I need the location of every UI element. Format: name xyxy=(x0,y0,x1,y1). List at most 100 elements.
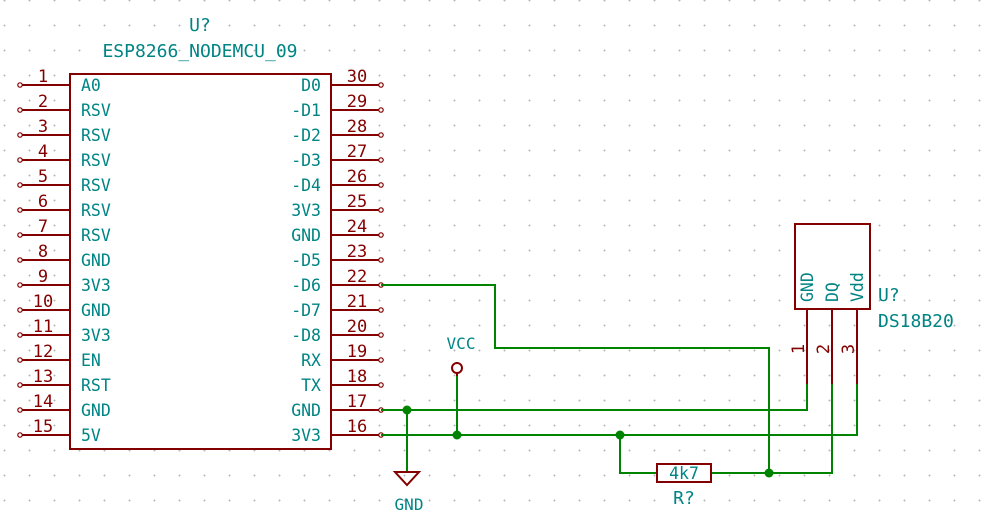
esp-right-pin[interactable]: 25 3V3 xyxy=(291,192,384,220)
esp-left-pin[interactable]: 12 EN xyxy=(17,342,101,370)
pin-name: -D1 xyxy=(291,101,321,120)
pin-number: 28 xyxy=(347,117,367,137)
pin-number: 13 xyxy=(33,367,53,387)
pin-name: -D4 xyxy=(291,176,321,195)
pin-name: RX xyxy=(301,351,321,370)
pin-name: GND xyxy=(291,401,321,420)
pin-end-icon xyxy=(378,357,384,363)
pin-number: 26 xyxy=(347,167,367,187)
pin-number: 16 xyxy=(347,417,367,437)
pin-end-icon xyxy=(17,432,23,438)
wire-resistor-right[interactable] xyxy=(711,384,833,474)
esp-right-pin[interactable]: 21-D7 xyxy=(291,292,384,320)
pin-name: -D8 xyxy=(291,326,321,345)
wire-3v3-net[interactable] xyxy=(381,384,858,436)
pin-name: 3V3 xyxy=(81,326,111,345)
pin-name: 3V3 xyxy=(291,201,321,220)
pin-end-icon xyxy=(17,107,23,113)
pin-end-icon xyxy=(378,107,384,113)
pin-end-icon xyxy=(17,332,23,338)
pin-name: 5V xyxy=(81,426,101,445)
pin-name: GND xyxy=(81,301,111,320)
esp-right-pin[interactable]: 29-D1 xyxy=(291,92,384,120)
wire-resistor-left[interactable] xyxy=(619,435,657,474)
esp-right-pin[interactable]: 18 TX xyxy=(301,367,384,395)
ds18b20-pin[interactable]: DQ2 xyxy=(814,282,842,384)
pin-end-icon xyxy=(17,307,23,313)
ds18b20-pin[interactable]: GND 1 xyxy=(789,272,817,384)
pin-end-icon xyxy=(378,332,384,338)
pin-end-icon xyxy=(17,232,23,238)
pin-name: GND xyxy=(798,272,817,302)
pin-name: -D2 xyxy=(291,126,321,145)
pin-name: RSV xyxy=(81,101,111,120)
pin-number: 10 xyxy=(33,292,53,312)
pin-number: 30 xyxy=(347,67,367,87)
esp-left-pin[interactable]: 14 GND xyxy=(17,392,111,420)
resistor-component[interactable]: 4k7 R? xyxy=(656,463,712,509)
gnd-power-symbol[interactable]: GND xyxy=(392,471,424,514)
esp-left-pin[interactable]: 8 GND xyxy=(17,242,111,270)
pin-number: 8 xyxy=(38,242,48,262)
esp-right-pin[interactable]: 27-D3 xyxy=(291,142,384,170)
esp-right-pin[interactable]: 23-D5 xyxy=(291,242,384,270)
pin-number: 18 xyxy=(347,367,367,387)
pin-name: 3V3 xyxy=(291,426,321,445)
pin-name: -D5 xyxy=(291,251,321,270)
pin-end-icon xyxy=(378,132,384,138)
pin-number: 12 xyxy=(33,342,53,362)
ground-icon xyxy=(392,471,422,487)
esp-right-pin[interactable]: 22-D6 xyxy=(291,267,384,295)
vcc-power-symbol[interactable]: VCC xyxy=(447,334,476,376)
pin-name: -D6 xyxy=(291,276,321,295)
wire-d6-net[interactable] xyxy=(381,284,770,473)
esp-right-pin[interactable]: 28 -D2 xyxy=(291,117,384,145)
wire-gnd-net[interactable] xyxy=(381,384,808,411)
pin-number: 25 xyxy=(347,192,367,212)
pin-name: GND xyxy=(81,251,111,270)
pin-number: 14 xyxy=(33,392,53,412)
esp-left-pin[interactable]: 10 GND xyxy=(17,292,111,320)
pin-name: A0 xyxy=(81,76,101,95)
pin-end-icon xyxy=(17,282,23,288)
esp-right-pin[interactable]: 16 3V3 xyxy=(291,417,384,445)
pin-name: RST xyxy=(81,376,111,395)
pin-name: RSV xyxy=(81,226,111,245)
pin-name: 3V3 xyxy=(81,276,111,295)
pin-name: GND xyxy=(81,401,111,420)
pin-end-icon xyxy=(17,132,23,138)
esp8266-value: ESP8266_NODEMCU_09 xyxy=(102,41,297,62)
esp-right-pin[interactable]: 26 -D4 xyxy=(291,167,384,195)
esp-right-pin[interactable]: 17 GND xyxy=(291,392,384,420)
esp-left-pin[interactable]: 13 RST xyxy=(17,367,111,395)
ds18b20-body xyxy=(794,223,871,310)
pin-name: EN xyxy=(81,351,101,370)
pin-end-icon xyxy=(17,257,23,263)
pin-end-icon xyxy=(378,307,384,313)
pin-name: TX xyxy=(301,376,321,395)
resistor-body xyxy=(656,463,712,483)
esp-right-pin[interactable]: 20-D8 xyxy=(291,317,384,345)
pin-end-icon xyxy=(17,182,23,188)
pin-number: 17 xyxy=(347,392,367,412)
pin-number: 1 xyxy=(789,344,809,354)
